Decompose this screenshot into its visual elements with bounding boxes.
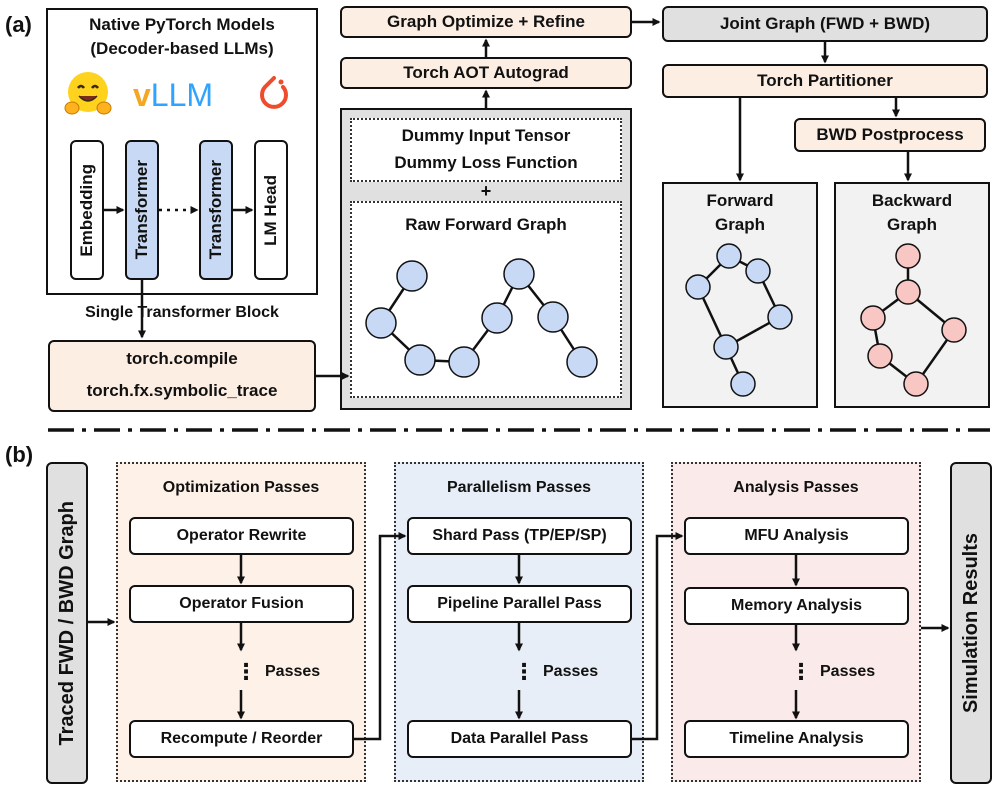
raw-forward-label: Raw Forward Graph — [405, 215, 567, 234]
vllm-logo-text: LLM — [150, 77, 214, 113]
embedding-block: Embedding — [70, 140, 104, 280]
native-models-title: Native PyTorch Models — [89, 15, 275, 34]
operator-fusion-box: Operator Fusion — [129, 585, 354, 623]
recompute-reorder-box: Recompute / Reorder — [129, 720, 354, 758]
section-separator — [48, 428, 990, 432]
panel-a-label: (a) — [5, 12, 32, 37]
graph-optimize-box: Graph Optimize + Refine — [340, 6, 632, 38]
memory-analysis-box: Memory Analysis — [684, 587, 909, 625]
backward-graph-title-1: Backward — [871, 191, 953, 210]
traced-graph-box: Traced FWD / BWD Graph — [46, 462, 88, 784]
huggingface-icon — [64, 72, 112, 115]
single-transformer-label: Single Transformer Block — [85, 304, 279, 321]
native-models-subtitle: (Decoder-based LLMs) — [90, 39, 274, 58]
transformer-block-1: Transformer — [125, 140, 159, 280]
torch-compile-label: torch.compile — [126, 349, 238, 368]
analysis-passes-title: Analysis Passes — [733, 479, 859, 496]
dummy-inputs-box — [350, 118, 622, 182]
parallelism-passes-dots: ⋮ Passes — [513, 659, 599, 684]
lm-head-block: LM Head — [254, 140, 288, 280]
timeline-analysis-box: Timeline Analysis — [684, 720, 909, 758]
analysis-passes-dots: ⋮ Passes — [790, 659, 876, 684]
panel-b-label: (b) — [5, 442, 34, 467]
forward-graph-title-2: Graph — [714, 215, 766, 234]
optimization-passes-dots: ⋮ Passes — [235, 659, 321, 684]
transformer-block-2: Transformer — [199, 140, 233, 280]
pytorch-icon — [260, 76, 288, 109]
vllm-logo-v: v — [133, 77, 151, 113]
simulation-results-box: Simulation Results — [950, 462, 992, 784]
dummy-loss-label: Dummy Loss Function — [394, 153, 578, 172]
backward-graph-title-2: Graph — [886, 215, 938, 234]
mfu-analysis-box: MFU Analysis — [684, 517, 909, 555]
joint-graph-box: Joint Graph (FWD + BWD) — [662, 6, 988, 42]
dummy-input-label: Dummy Input Tensor — [401, 126, 571, 145]
optimization-passes-title: Optimization Passes — [162, 479, 320, 496]
torch-partitioner-box: Torch Partitioner — [662, 64, 988, 98]
pipeline-parallel-box: Pipeline Parallel Pass — [407, 585, 632, 623]
data-parallel-box: Data Parallel Pass — [407, 720, 632, 758]
plus-sign: + — [480, 180, 492, 201]
aot-autograd-box: Torch AOT Autograd — [340, 57, 632, 89]
symbolic-trace-label: torch.fx.symbolic_trace — [86, 381, 278, 400]
parallelism-passes-title: Parallelism Passes — [446, 479, 592, 496]
shard-pass-box: Shard Pass (TP/EP/SP) — [407, 517, 632, 555]
operator-rewrite-box: Operator Rewrite — [129, 517, 354, 555]
bwd-postprocess-box: BWD Postprocess — [794, 118, 986, 152]
forward-graph-title-1: Forward — [706, 191, 774, 210]
torch-compile-box — [48, 340, 316, 412]
